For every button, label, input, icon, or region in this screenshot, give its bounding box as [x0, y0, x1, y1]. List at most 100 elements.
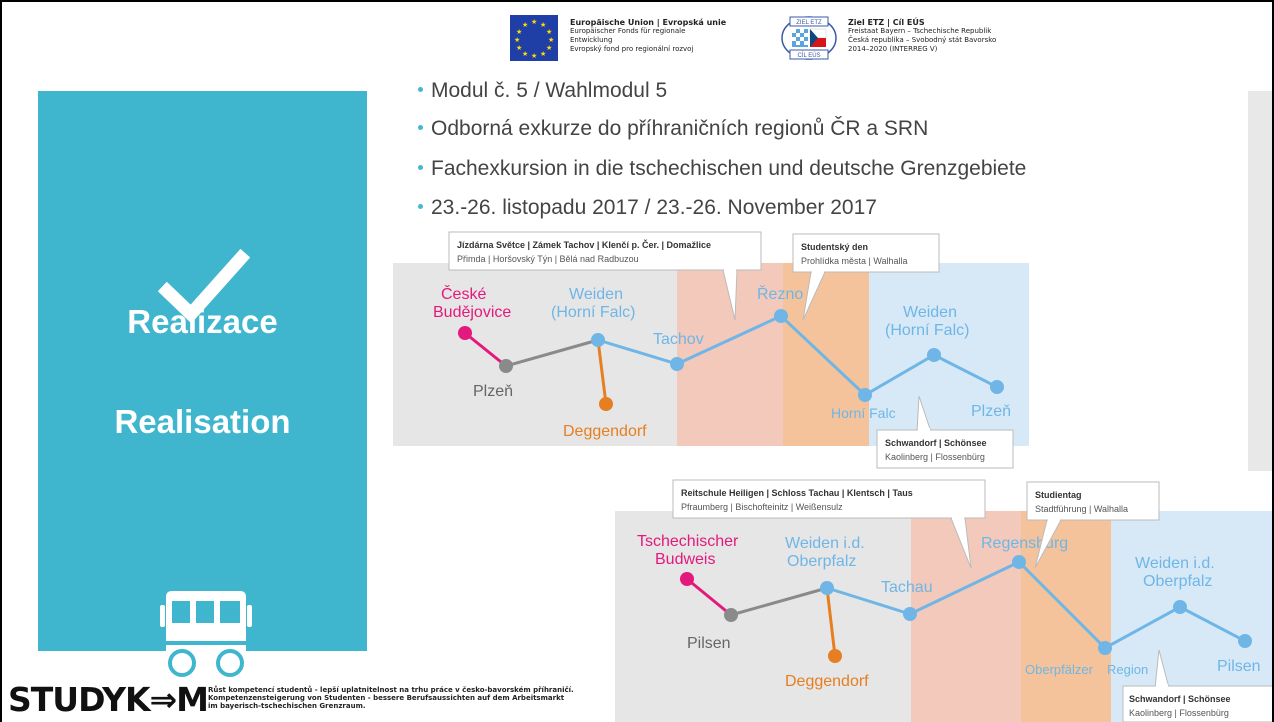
- route-line-blue: [826, 560, 1246, 650]
- route-segment: [730, 586, 828, 617]
- label-pilsen-end: Pilsen: [1217, 658, 1261, 675]
- bullet-dot: [418, 203, 423, 209]
- stop-weiden: [820, 581, 834, 595]
- label-regensburg: Regensburg: [981, 535, 1068, 552]
- eu-line-3: Evropský fond pro regionální rozvoj: [570, 45, 694, 53]
- stop-plzen-end: [990, 380, 1004, 394]
- label-start-2: Budweis: [655, 551, 715, 568]
- route-segment: [505, 338, 599, 368]
- route-line-blue: [597, 314, 998, 397]
- stop-ceske-budejovice: [458, 326, 472, 340]
- label-horni-falc: Horní Falc: [831, 405, 896, 421]
- label-pilsen: Pilsen: [687, 635, 731, 652]
- label-start-1: České: [441, 284, 486, 303]
- label-tachau: Tachau: [881, 579, 933, 596]
- bullet-text: Fachexkursion in die tschechischen und d…: [431, 157, 1027, 180]
- route-segment: [596, 339, 608, 405]
- route-segment: [825, 587, 837, 657]
- eu-text-block: Europäische Union | Evropská unie Europä…: [570, 18, 726, 54]
- stop-pilsen: [724, 608, 738, 622]
- callout-right: Schwandorf | Schönsee Kaolinberg | Floss…: [1122, 649, 1274, 722]
- bullet-dot: [418, 86, 423, 92]
- callout-left-title: Jízdárna Světce | Zámek Tachov | Klenčí …: [457, 239, 711, 250]
- bullet-dot: [418, 164, 423, 170]
- bullet-2: Odborná exkurze do příhraničních regionů…: [418, 117, 928, 141]
- callout-mid: Studientag Stadtführung | Walhalla: [1026, 481, 1160, 569]
- callout-left: Jízdárna Světce | Zámek Tachov | Klenčí …: [448, 231, 762, 321]
- label-deggendorf: Deggendorf: [563, 423, 647, 440]
- label-weiden-2: (Horní Falc): [551, 304, 635, 321]
- stop-weiden-2: [927, 348, 941, 362]
- stop-pilsen-end: [1238, 634, 1252, 648]
- label-weiden-1: Weiden i.d.: [785, 535, 865, 552]
- label-deggendorf: Deggendorf: [785, 673, 869, 690]
- panel-title-de: Realisation: [114, 403, 291, 440]
- stop-horni-falc: [858, 388, 872, 402]
- callout-left-title: Reitschule Heiligen | Schloss Tachau | K…: [681, 488, 913, 498]
- bus-icon: [160, 591, 252, 677]
- route-diagram-cz: České Budějovice Plzeň Weiden (Horní Fal…: [393, 231, 1029, 469]
- band-grey: [393, 263, 677, 446]
- band-blue: [869, 263, 1029, 446]
- eu-line-1: Europäischer Fonds für regionale: [570, 27, 686, 35]
- stop-rezno: [774, 309, 788, 323]
- bullet-4: 23.-26. listopadu 2017 / 23.-26. Novembe…: [418, 196, 877, 220]
- route-segment: [686, 577, 732, 617]
- stop-weiden-2: [1173, 600, 1187, 614]
- callout-left-sub: Přimda | Horšovský Týn | Bělá nad Radbuz…: [457, 254, 639, 264]
- label-weiden-r-1: Weiden: [903, 304, 957, 321]
- callout-left: Reitschule Heiligen | Schloss Tachau | K…: [672, 479, 986, 569]
- ziel-line-3: 2014–2020 (INTERREG V): [848, 45, 938, 53]
- callout-right-title: Schwandorf | Schönsee: [1129, 694, 1231, 704]
- callout-mid-sub: Prohlídka města | Walhalla: [801, 256, 908, 266]
- label-weiden-1: Weiden: [569, 286, 623, 303]
- callout-right: Schwandorf | Schönsee Kaolinberg | Floss…: [876, 395, 1014, 469]
- bullet-text: 23.-26. listopadu 2017 / 23.-26. Novembe…: [431, 196, 877, 219]
- route-segment: [464, 331, 507, 368]
- bullet-1: Modul č. 5 / Wahlmodul 5: [418, 79, 667, 103]
- callout-right-sub: Kaolinberg | Flossenbürg: [885, 452, 985, 462]
- callout-right-sub: Kaolinberg | Flossenbürg: [1129, 708, 1229, 718]
- footer-line-1: Růst kompetencí studentů - lepší uplatni…: [208, 686, 574, 694]
- ziel-line-2: Česká republika – Svobodný stát Bavorsko: [848, 36, 997, 44]
- label-plzen: Plzeň: [473, 383, 513, 400]
- ziel-title: Ziel ETZ | Cíl EÚS: [848, 18, 925, 27]
- stop-deggendorf: [828, 649, 842, 663]
- stop-oberpfalzer-region: [1098, 641, 1112, 655]
- stop-weiden: [591, 333, 605, 347]
- eu-line-2: Entwicklung: [570, 36, 613, 44]
- stop-deggendorf: [599, 397, 613, 411]
- label-weiden-2: Oberpfalz: [787, 553, 856, 570]
- label-start-1: Tschechischer: [637, 533, 739, 550]
- label-weiden-r-1: Weiden i.d.: [1135, 555, 1215, 572]
- stop-tachau: [903, 607, 917, 621]
- route-diagram-de: Tschechischer Budweis Pilsen Weiden i.d.…: [615, 479, 1274, 722]
- eu-title: Europäische Union | Evropská unie: [570, 18, 727, 27]
- band-orange: [1021, 511, 1111, 722]
- callout-right-title: Schwandorf | Schönsee: [885, 438, 987, 448]
- label-plzen-end: Plzeň: [971, 403, 1011, 420]
- footer-text: Růst kompetencí studentů - lepší uplatni…: [208, 686, 574, 710]
- ziel-line-1: Freistaat Bayern – Tschechische Republik: [848, 27, 992, 35]
- stop-regensburg: [1012, 555, 1026, 569]
- eu-flag-icon: ★ ★ ★ ★ ★ ★ ★ ★ ★ ★ ★ ★: [510, 15, 558, 61]
- label-oberpfalzer-1: Oberpfälzer: [1025, 662, 1094, 677]
- bullet-3: Fachexkursion in die tschechischen und d…: [418, 157, 1026, 181]
- label-oberpfalzer-2: Region: [1107, 662, 1148, 677]
- label-weiden-r-2: Oberpfalz: [1143, 573, 1212, 590]
- left-panel: Realizace Realisation: [38, 91, 367, 677]
- ziel-etz-logo: ZIEL ETZ CÍL EÚS: [781, 16, 837, 60]
- callout-mid: Studentský den Prohlídka města | Walhall…: [792, 233, 940, 321]
- checkmark-icon: [157, 248, 251, 324]
- label-rezno: Řezno: [757, 284, 803, 303]
- stop-budweis: [680, 572, 694, 586]
- side-scroll-bar: [1248, 91, 1274, 471]
- stop-tachov: [670, 357, 684, 371]
- ziel-logo-bottom: CÍL EÚS: [797, 52, 820, 59]
- band-orange: [783, 263, 869, 446]
- callout-mid-title: Studientag: [1035, 490, 1082, 500]
- footer-line-3: im bayerisch-tschechischen Grenzraum.: [208, 702, 366, 710]
- band-grey: [615, 511, 911, 722]
- callout-mid-title: Studentský den: [801, 242, 868, 252]
